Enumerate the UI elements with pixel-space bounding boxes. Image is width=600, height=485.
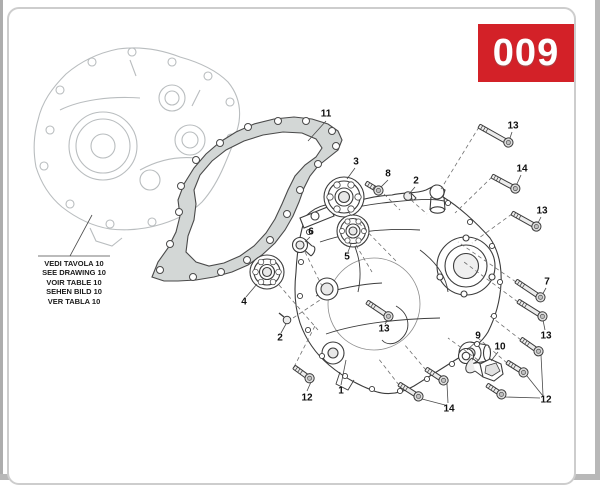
bolt-part-8 xyxy=(364,180,384,196)
callout-7: 7 xyxy=(544,276,550,288)
callout-2: 2 xyxy=(277,332,283,344)
note-line-en: SEE DRAWING 10 xyxy=(42,268,106,278)
bolt-part-7 xyxy=(514,279,546,303)
callout-9: 9 xyxy=(475,330,481,342)
reference-note: VEDI TAVOLA 10 SEE DRAWING 10 VOIR TABLE… xyxy=(28,259,120,306)
callout-10: 10 xyxy=(494,341,506,353)
note-line-es: VER TABLA 10 xyxy=(47,296,101,306)
gasket-part-11 xyxy=(151,116,343,282)
bolt-part-12 xyxy=(485,383,507,400)
page-shadow-right xyxy=(595,0,600,480)
callout-3: 3 xyxy=(353,156,359,168)
bolt-layer xyxy=(292,123,548,402)
note-line-fr: VOIR TABLE 10 xyxy=(46,277,102,287)
assembly-dash-lines xyxy=(278,126,522,386)
bolt-part-13 xyxy=(510,210,542,232)
bolt-part-14 xyxy=(424,367,449,386)
table-number: 009 xyxy=(492,31,560,74)
bolt-part-14 xyxy=(490,173,521,194)
bearing-part-5 xyxy=(336,214,370,248)
callout-13: 13 xyxy=(540,330,552,342)
bolt-part-13 xyxy=(365,300,394,322)
page-shadow-left xyxy=(0,0,3,480)
drain-plug-part-10 xyxy=(465,357,504,382)
callout-14: 14 xyxy=(443,403,455,415)
bearing-part-4 xyxy=(249,254,285,290)
callout-4: 4 xyxy=(241,296,247,308)
plug-part-2-top xyxy=(403,191,417,201)
bushing-part-6 xyxy=(291,236,316,257)
callout-2: 2 xyxy=(413,175,419,187)
callout-8: 8 xyxy=(385,168,391,180)
callout-13: 13 xyxy=(378,323,390,335)
note-line-de: SEHEN BILD 10 xyxy=(46,287,102,297)
callout-1: 1 xyxy=(338,385,344,397)
leader-lines xyxy=(38,120,547,406)
callout-11: 11 xyxy=(320,108,332,120)
bolt-part-13 xyxy=(516,299,548,322)
bolt-part-12 xyxy=(292,365,315,384)
pin-part-2-bottom xyxy=(278,312,292,325)
callout-6: 6 xyxy=(308,226,314,238)
callout-12: 12 xyxy=(540,394,552,406)
bolt-part-13 xyxy=(477,123,514,148)
bearing-part-3 xyxy=(323,176,365,218)
callout-5: 5 xyxy=(344,251,350,263)
callout-12: 12 xyxy=(301,392,313,404)
callout-13: 13 xyxy=(536,205,548,217)
note-line-it: VEDI TAVOLA 10 xyxy=(44,259,104,268)
bolt-part-12 xyxy=(519,337,544,357)
faded-engine-reference xyxy=(33,47,241,247)
callout-13: 13 xyxy=(507,120,519,132)
bolt-part-14 xyxy=(397,382,424,402)
bolt-part-12 xyxy=(505,360,529,378)
table-number-badge: 009 xyxy=(478,24,574,82)
callout-14: 14 xyxy=(516,163,528,175)
